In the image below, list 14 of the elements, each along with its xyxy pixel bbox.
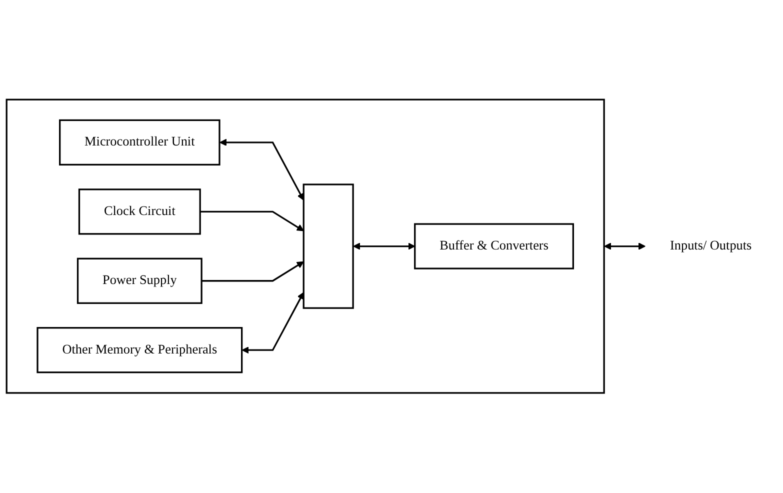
node-box: [59, 120, 220, 166]
arrow: [200, 211, 304, 232]
arrow: [220, 139, 304, 201]
node-box: [414, 223, 574, 270]
node-box: [78, 188, 201, 235]
node-bar: [302, 184, 354, 310]
arrow: [242, 292, 304, 354]
node-box: [36, 327, 243, 374]
cluster: [6, 99, 605, 394]
node-text: Inputs/ Outputs: [670, 239, 752, 254]
arrow: [604, 242, 646, 250]
node-box: [76, 258, 202, 304]
arrow: [202, 262, 304, 282]
arrow: [353, 242, 416, 250]
